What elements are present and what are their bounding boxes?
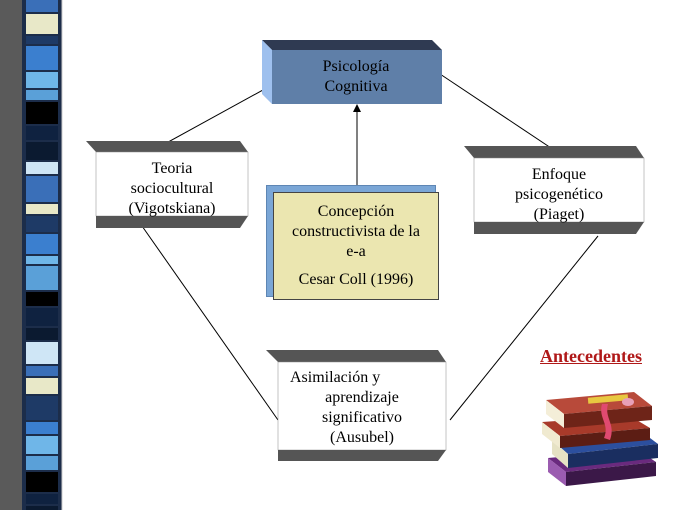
- connector-top-right: [439, 73, 567, 159]
- stripe-cell: [26, 204, 58, 214]
- bottom-box-line-3: significativo: [322, 409, 402, 426]
- connector-left-bottom: [141, 225, 279, 421]
- stripe-cell: [26, 14, 58, 34]
- stripe-cell: [26, 292, 58, 306]
- right-box-line-3: (Piaget): [533, 206, 585, 223]
- stripe-cell: [26, 494, 58, 504]
- center-box-line-3: e-a: [346, 243, 366, 260]
- center-box-author: Cesar Coll (1996): [298, 271, 414, 288]
- stripe-cell: [26, 142, 58, 160]
- stripe-cell: [26, 234, 58, 254]
- stripe-cell: [26, 256, 58, 264]
- stripe-cell: [26, 126, 58, 140]
- right-box-enfoque-psicogenetico: Enfoque psicogenético (Piaget): [474, 160, 644, 230]
- decorative-stripe-border: [0, 0, 80, 510]
- stripe-cell: [26, 102, 58, 124]
- stripe-cell: [26, 216, 58, 232]
- book-stack-icon: [542, 392, 658, 486]
- stripe-cell: [26, 456, 58, 470]
- stripe-cell: [26, 162, 58, 174]
- stripe-cell: [26, 308, 58, 326]
- top-box-psicologia-cognitiva: Psicología Cognitiva: [272, 52, 440, 102]
- stripe-cell: [26, 472, 58, 492]
- top-box-line-2: Cognitiva: [324, 78, 388, 95]
- stripe-cell: [26, 328, 58, 340]
- stripe-cell: [26, 436, 58, 454]
- connector-top-left: [149, 84, 273, 153]
- stripe-cell: [26, 342, 58, 364]
- stripe-cell: [26, 396, 58, 420]
- left-box-teoria-sociocultural: Teoria sociocultural (Vigotskiana): [96, 154, 248, 224]
- right-box-line-2: psicogenético: [515, 186, 603, 203]
- stripe-cell: [26, 0, 58, 12]
- stripe-cell: [26, 422, 58, 434]
- stripe-cell: [26, 366, 58, 376]
- left-box-line-3: (Vigotskiana): [128, 200, 216, 217]
- right-box-line-1: Enfoque: [531, 166, 587, 183]
- bottom-box-line-4: (Ausubel): [330, 429, 394, 446]
- center-box-concepcion-constructivista: Concepción constructivista de la e-a Ces…: [273, 192, 439, 300]
- stripe-cell: [26, 72, 58, 88]
- left-box-line-2: sociocultural: [130, 180, 214, 197]
- bottom-box-line-1: Asimilación y: [290, 369, 381, 386]
- antecedentes-link[interactable]: Antecedentes: [540, 346, 642, 366]
- stripe-cell: [26, 90, 58, 100]
- bottom-box-asimilacion: Asimilación y aprendizaje significativo …: [282, 368, 442, 460]
- stripe-cell: [26, 266, 58, 290]
- left-box-line-1: Teoria: [151, 160, 193, 177]
- stripe-cell: [26, 46, 58, 70]
- stripe-cell: [26, 176, 58, 202]
- stripe-cell: [26, 36, 58, 44]
- stripe-cell: [26, 506, 58, 510]
- top-box-line-1: Psicología: [322, 58, 390, 75]
- bottom-box-line-2: aprendizaje: [325, 389, 399, 406]
- center-box-line-1: Concepción: [317, 203, 395, 220]
- center-box-line-2: constructivista de la: [292, 223, 420, 240]
- stripe-cell: [26, 378, 58, 394]
